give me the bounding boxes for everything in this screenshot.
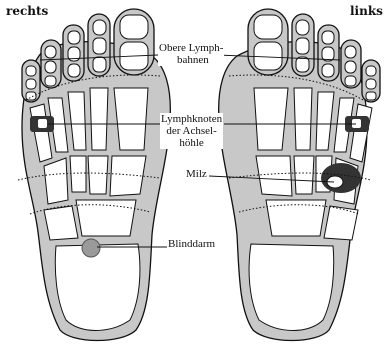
right-foot-label: rechts xyxy=(6,4,48,18)
left-foot-label: links xyxy=(350,4,383,18)
obere-lymphbahnen-annotation: Obere Lymph- bahnen xyxy=(158,42,224,66)
achsel-line1: Lymphknoten xyxy=(161,113,222,125)
blinddarm-zone xyxy=(82,239,100,257)
obere-lymph-line1: Obere Lymph- xyxy=(159,42,223,54)
achsel-line2: der Achsel- xyxy=(161,125,222,137)
achsel-annotation: Lymphknoten der Achsel- höhle xyxy=(160,113,223,149)
blinddarm-annotation: Blinddarm xyxy=(167,238,216,250)
milz-annotation: Milz xyxy=(185,168,208,180)
obere-lymph-line2: bahnen xyxy=(159,54,223,66)
achsel-line3: höhle xyxy=(161,137,222,149)
right-foot xyxy=(18,9,170,341)
